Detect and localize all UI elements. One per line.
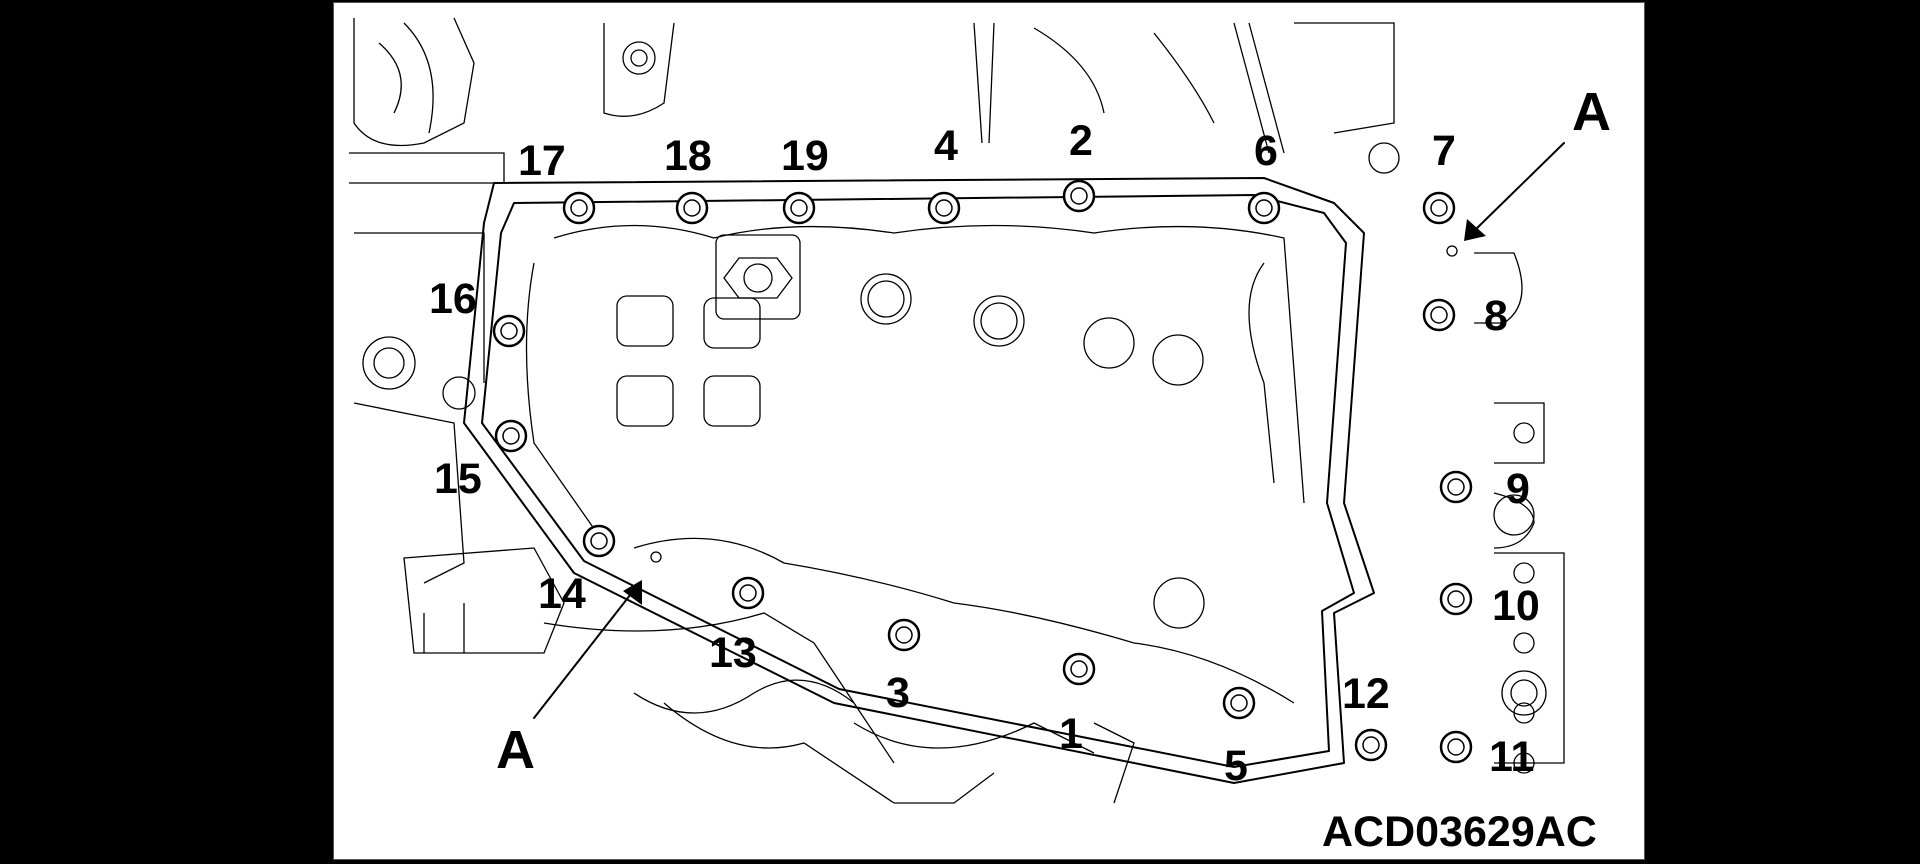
arrowhead-top-right xyxy=(1464,219,1486,241)
label-17: 17 xyxy=(518,137,566,185)
callout-arrows xyxy=(533,142,1565,719)
label-18: 18 xyxy=(664,132,712,180)
bolt-number-labels: 17 18 19 4 2 6 7 8 16 15 9 14 13 10 3 12… xyxy=(429,117,1540,790)
label-14: 14 xyxy=(538,570,586,618)
bolt-18 xyxy=(675,191,709,225)
label-12: 12 xyxy=(1342,670,1390,718)
bolt-19 xyxy=(782,191,816,225)
label-5: 5 xyxy=(1224,742,1248,790)
diagram-panel: 17 18 19 4 2 6 7 8 16 15 9 14 13 10 3 12… xyxy=(333,2,1645,860)
figure-code: ACD03629AC xyxy=(1322,808,1597,856)
bolt-heads xyxy=(492,179,1473,764)
bolt-1 xyxy=(1062,652,1096,686)
label-1: 1 xyxy=(1059,710,1083,758)
bolt-12 xyxy=(1354,728,1388,762)
label-4: 4 xyxy=(934,122,958,170)
bolt-17 xyxy=(562,191,596,225)
bolt-11 xyxy=(1439,730,1473,764)
engine-background-outline xyxy=(349,17,1565,804)
callout-letter-bottom: A xyxy=(496,720,535,780)
bolt-10 xyxy=(1439,582,1473,616)
bolt-9 xyxy=(1439,470,1473,504)
bolt-6 xyxy=(1247,191,1281,225)
label-13: 13 xyxy=(709,629,757,677)
label-15: 15 xyxy=(434,455,482,503)
bolt-5 xyxy=(1222,686,1256,720)
label-10: 10 xyxy=(1492,582,1540,630)
label-16: 16 xyxy=(429,275,477,323)
bolt-15 xyxy=(494,419,528,453)
bolt-4 xyxy=(927,191,961,225)
oil-pan-diagram: 17 18 19 4 2 6 7 8 16 15 9 14 13 10 3 12… xyxy=(349,17,1611,856)
label-7: 7 xyxy=(1432,127,1456,175)
bolt-16 xyxy=(492,314,526,348)
bolt-2 xyxy=(1062,179,1096,213)
label-6: 6 xyxy=(1254,127,1278,175)
bolt-14 xyxy=(582,524,616,558)
bolt-8 xyxy=(1422,298,1456,332)
label-2: 2 xyxy=(1069,117,1093,165)
label-9: 9 xyxy=(1506,465,1530,513)
label-19: 19 xyxy=(781,132,829,180)
bolt-13 xyxy=(731,576,765,610)
sealant-points xyxy=(650,245,1458,563)
bolt-7 xyxy=(1422,191,1456,225)
label-3: 3 xyxy=(886,669,910,717)
callout-letter-top: A xyxy=(1572,82,1611,142)
label-8: 8 xyxy=(1484,292,1508,340)
bolt-3 xyxy=(887,618,921,652)
oil-pan-interior xyxy=(616,234,1535,629)
arrowhead-bottom-left xyxy=(623,580,642,605)
label-11: 11 xyxy=(1489,733,1534,781)
